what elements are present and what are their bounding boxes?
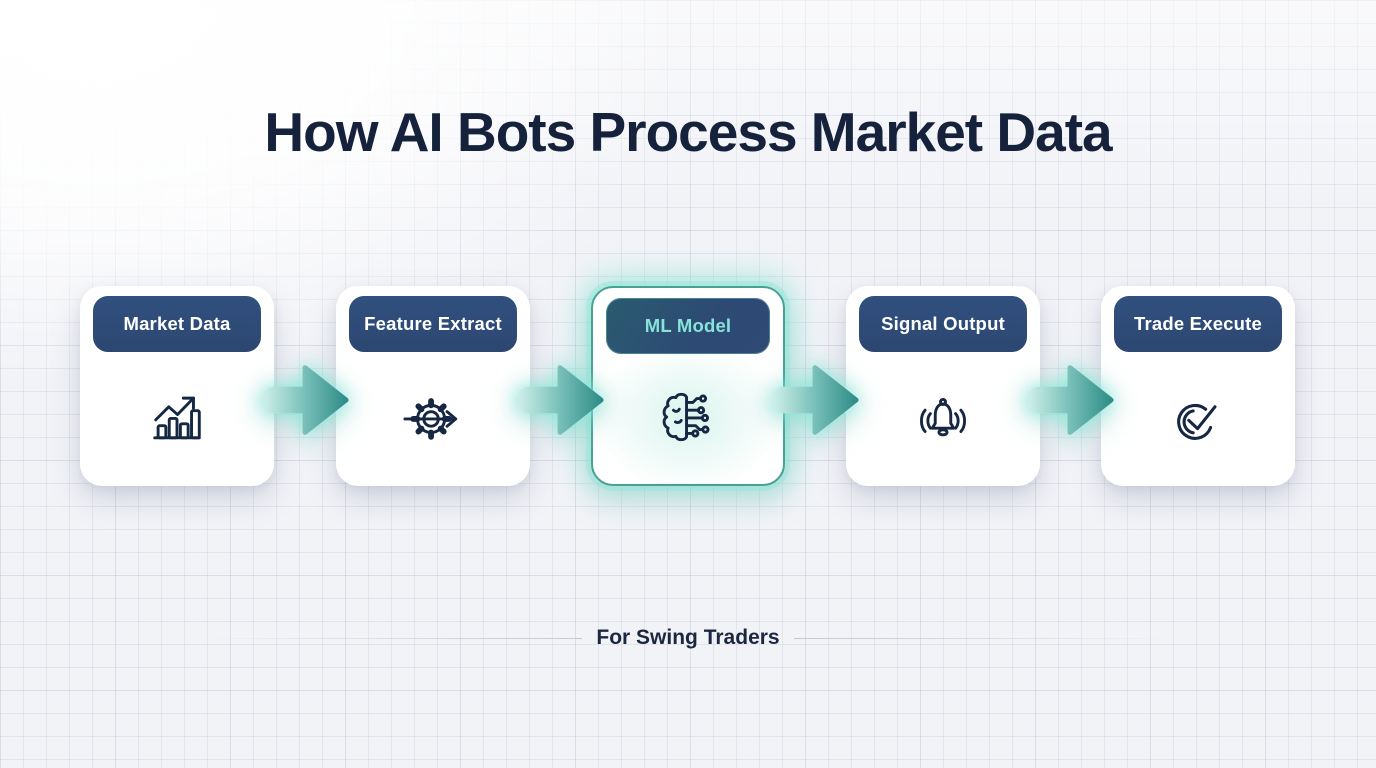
step-card-signal-output: Signal Output	[846, 286, 1040, 486]
alert-bell-icon	[846, 352, 1040, 486]
step-label: ML Model	[644, 315, 732, 336]
step-card-market-data: Market Data	[80, 286, 274, 486]
flow-arrow-icon	[258, 360, 352, 440]
step-label-pill: ML Model	[606, 298, 770, 354]
divider-line-right	[793, 637, 1182, 639]
flow-arrow-icon	[513, 360, 607, 440]
step-label: Trade Execute	[1133, 313, 1263, 334]
flow-arrow-icon	[768, 360, 862, 440]
subtitle-divider: For Swing Traders	[0, 626, 1376, 650]
step-label: Signal Output	[881, 313, 1005, 334]
step-card-ml-model: ML Model	[591, 286, 785, 486]
bar-chart-trend-icon	[80, 352, 274, 486]
gear-process-arrow-icon	[336, 352, 530, 486]
flow-arrow-icon	[1023, 360, 1117, 440]
step-label: Feature Extract	[364, 313, 502, 334]
step-label: Market Data	[123, 313, 231, 334]
divider-line-left	[194, 637, 583, 639]
check-circle-icon	[1101, 352, 1295, 486]
step-label-pill: Trade Execute	[1114, 296, 1282, 352]
brain-circuit-icon	[593, 354, 783, 484]
subtitle: For Swing Traders	[596, 626, 780, 649]
step-label-pill: Market Data	[93, 296, 261, 352]
step-label-pill: Signal Output	[859, 296, 1027, 352]
step-label-pill: Feature Extract	[349, 296, 517, 352]
page-title: How AI Bots Process Market Data	[264, 101, 1112, 163]
step-card-feature-extract: Feature Extract	[336, 286, 530, 486]
step-card-trade-execute: Trade Execute	[1101, 286, 1295, 486]
